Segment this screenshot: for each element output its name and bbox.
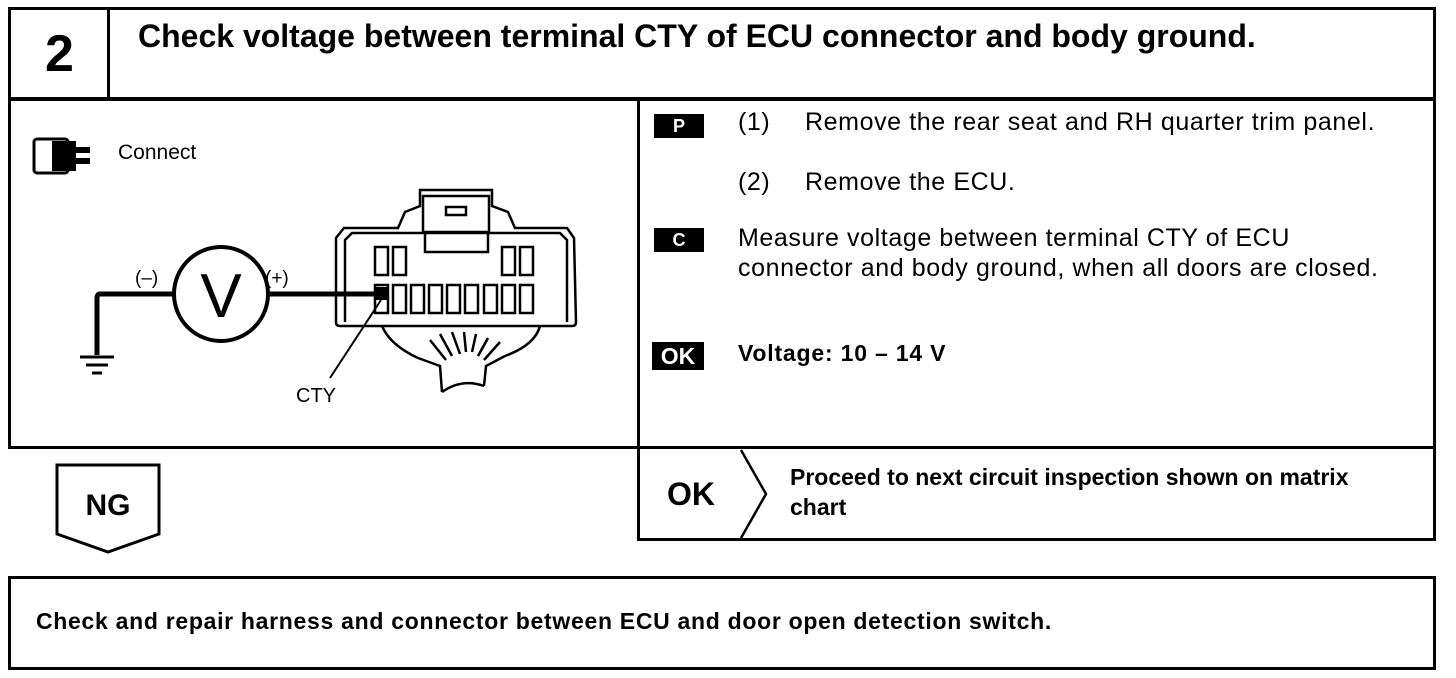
cty-label: CTY (296, 385, 336, 407)
plus-label: (+) (265, 268, 289, 289)
prep-badge: P (654, 114, 704, 138)
ng-arrow-icon (55, 463, 161, 554)
step-number: 2 (45, 24, 74, 83)
check-text: Measure voltage between terminal CTY of … (738, 224, 1379, 282)
panel-divider (637, 98, 640, 449)
cty-terminal (375, 287, 388, 300)
connect-label: Connect (118, 141, 197, 164)
step2-number: (2) (738, 168, 771, 196)
ok-result-text: Proceed to next circuit inspection shown… (790, 464, 1349, 520)
step-title: Check voltage between terminal CTY of EC… (138, 18, 1256, 54)
ok-result-box (637, 446, 1436, 541)
check-badge: C (654, 228, 704, 252)
action-box (8, 576, 1436, 670)
ok-result-label: OK (667, 476, 715, 512)
voltage-check-diagram: V (–) (+) CTY (32, 137, 578, 407)
step2-text: Remove the ECU. (805, 168, 1016, 196)
ok-spec: Voltage: 10 – 14 V (738, 340, 947, 366)
voltmeter-icon: V (172, 245, 270, 343)
minus-label: (–) (135, 268, 158, 289)
ok-badge: OK (652, 342, 704, 370)
meter-label: V (200, 262, 242, 331)
action-text: Check and repair harness and connector b… (36, 608, 1052, 634)
step-number-cell (8, 7, 110, 100)
step1-number: (1) (738, 108, 771, 136)
ecu-connector-icon (334, 188, 578, 394)
connector-icon (32, 137, 90, 175)
ok-chevron-icon (739, 449, 768, 539)
step1-text: Remove the rear seat and RH quarter trim… (805, 108, 1376, 136)
ng-result-label: NG (85, 489, 131, 522)
ground-icon (80, 291, 176, 375)
